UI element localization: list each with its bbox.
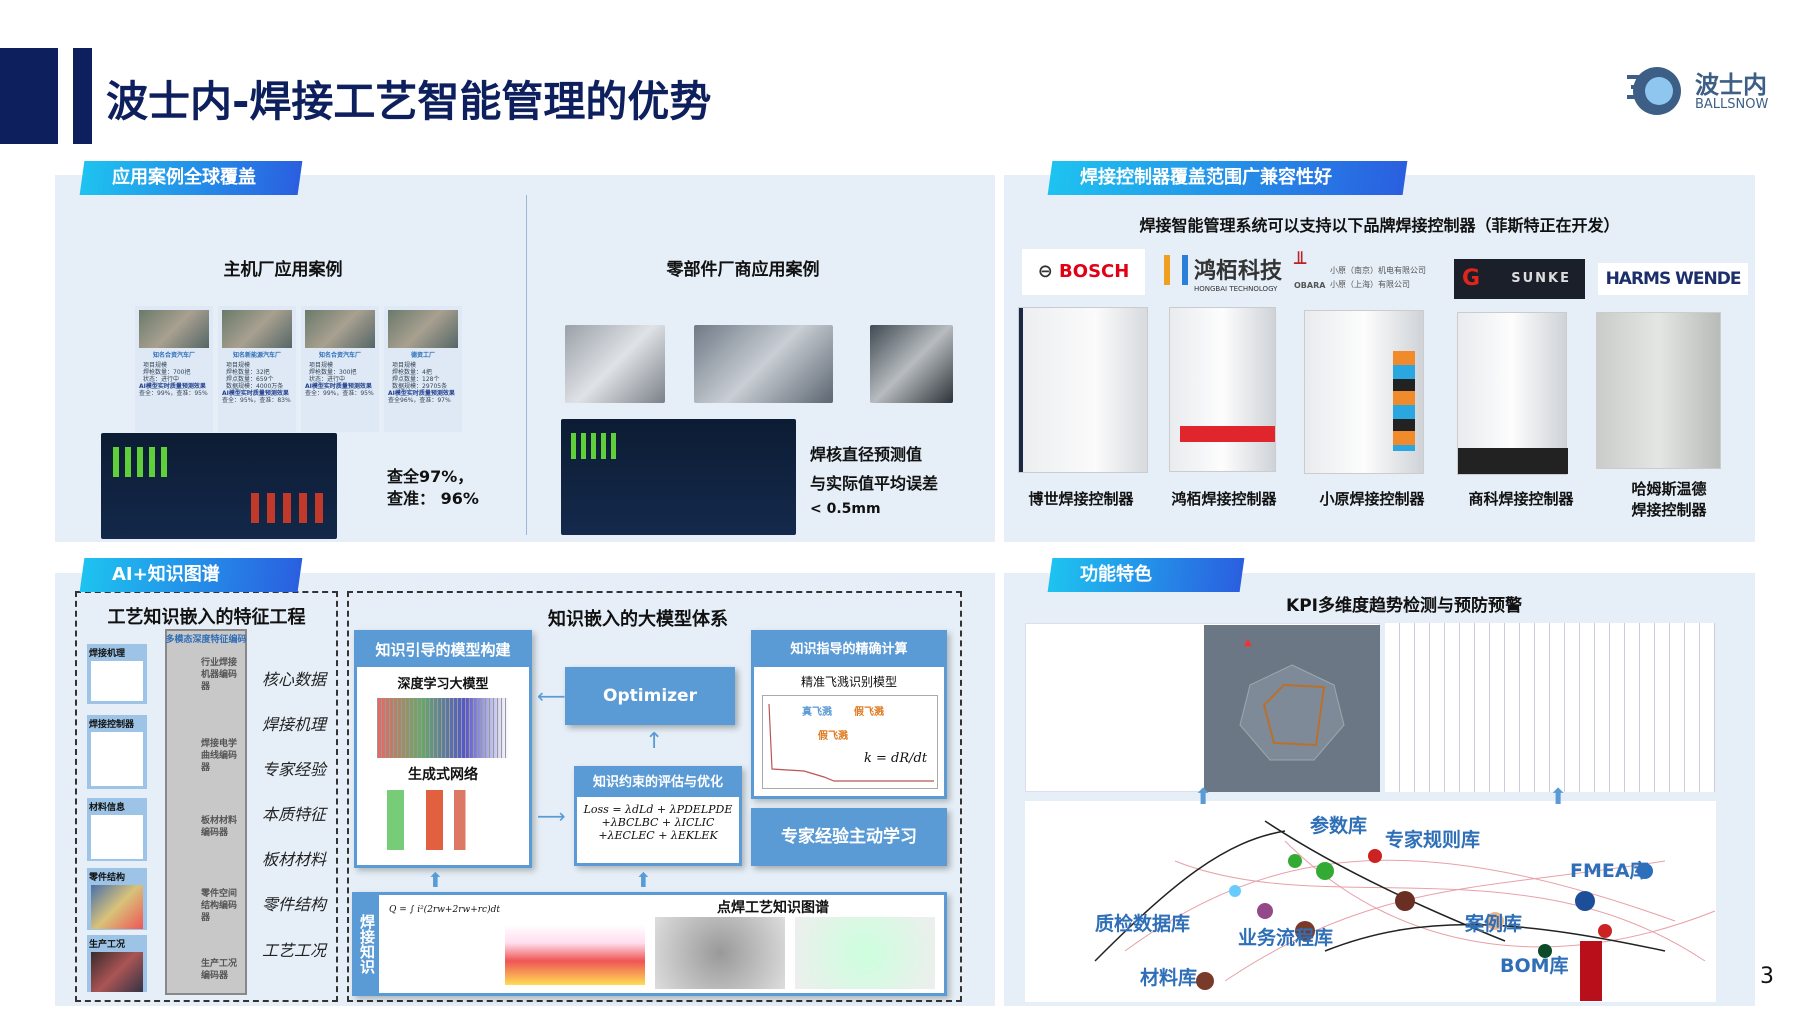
model-title: 知识嵌入的大模型体系 (548, 609, 728, 630)
case-card: 知名新能源汽车厂项目规模焊枪数量：32把焊点数量：659个数据规模：4000万条… (218, 306, 296, 432)
supplier-text-1: 焊核直径预测值 (810, 445, 923, 464)
arrow-up-icon: ⬆ (1549, 785, 1568, 810)
ai-kg-panel: 工艺知识嵌入的特征工程 多模态深度特征编码 焊接机理 焊接控制器 材料信息 零件… (55, 573, 995, 1006)
kpi-table-right (1385, 623, 1715, 792)
supplier-text-2: 与实际值平均误差 (810, 474, 939, 493)
encoder-label: 行业焊接机器编码器 (201, 658, 238, 692)
optimizer-button: Optimizer (565, 667, 735, 725)
oem-metric-precision: 查准： 96% (387, 489, 479, 508)
feature-label: 核心数据 (262, 670, 327, 689)
tag-ai-kg: AI+知识图谱 (79, 558, 303, 592)
expert-learning-box: 专家经验主动学习 (751, 808, 947, 866)
svg-text:▲: ▲ (1244, 637, 1252, 648)
logo: 波士内 BALLSNOW (1625, 63, 1780, 117)
graph-label: FMEA库 (1570, 860, 1649, 882)
feature-title: 工艺知识嵌入的特征工程 (107, 607, 306, 628)
arrow-left-icon: ⟵ (537, 684, 566, 708)
graph-label: BOM库 (1500, 955, 1569, 977)
logo-en: BALLSNOW (1695, 97, 1769, 112)
controller-image-bosch (1018, 307, 1148, 473)
feature-label: 零件结构 (262, 895, 327, 914)
supplier-text-3: < 0.5mm (810, 501, 881, 517)
header-bar-thin (73, 48, 92, 144)
calc-box: 知识指导的精确计算 精准飞溅识别模型 真飞溅 假飞溅 假飞溅 k = dR/dt (751, 630, 947, 799)
page-title: 波士内-焊接工艺智能管理的优势 (106, 77, 712, 126)
supplier-heading: 零部件厂商应用案例 (666, 260, 820, 280)
graph-label: 参数库 (1310, 815, 1368, 837)
controller-image-hongbai (1169, 307, 1276, 472)
source-card: 材料信息 (87, 798, 147, 861)
controller-image-obara (1304, 310, 1424, 474)
encoder-label: 板材材料编码器 (201, 816, 238, 838)
feature-label: 本质特征 (262, 805, 327, 824)
features-panel: KPI多维度趋势检测与预防预警 ▲ 参数库 专家规则库 FMEA库 质检数据库 … (1004, 573, 1755, 1006)
controllers-panel: 焊接智能管理系统可以支持以下品牌焊接控制器（菲斯特正在开发） ⊖ BOSCH 鸿… (1004, 175, 1755, 542)
tag-features: 功能特色 (1047, 558, 1245, 592)
graph-label: 材料库 (1140, 967, 1198, 989)
source-card: 焊接控制器 (87, 715, 147, 789)
tag-global-cases: 应用案例全球覆盖 (79, 161, 303, 195)
arrow-up-icon: ⬆ (1194, 785, 1213, 810)
graph-label: 案例库 (1465, 913, 1523, 935)
controllers-subtitle: 焊接智能管理系统可以支持以下品牌焊接控制器（菲斯特正在开发） (1139, 216, 1620, 235)
arrow-up-icon: ⬆ (427, 868, 444, 892)
radar-chart-image: ▲ (1204, 625, 1380, 792)
tag-controllers: 焊接控制器覆盖范围广兼容性好 (1047, 161, 1408, 195)
source-card: 零件结构 (87, 868, 147, 930)
feature-label: 板材材料 (262, 850, 327, 869)
oem-metric-recall: 查全97%， (387, 467, 474, 486)
controller-label: 小原焊接控制器 (1319, 490, 1425, 508)
feature-label: 焊接机理 (262, 715, 327, 734)
supplier-photo (870, 325, 953, 403)
encoder-label: 生产工况编码器 (201, 959, 238, 981)
logo-bosch: ⊖ BOSCH (1022, 249, 1145, 295)
arrow-up-icon: ⬆ (635, 868, 652, 892)
supplier-dashboard-image (561, 419, 796, 535)
encoder-title: 多模态深度特征编码 (165, 635, 247, 645)
oem-heading: 主机厂应用案例 (223, 260, 343, 280)
source-card: 焊接机理 (87, 644, 147, 704)
source-card: 生产工况 (87, 935, 147, 992)
encoder-label: 焊接电学曲线编码器 (201, 739, 238, 773)
encoder-box (165, 629, 247, 995)
logo-b-icon (1627, 67, 1681, 115)
supplier-photo (694, 325, 833, 403)
graph-label: 质检数据库 (1095, 913, 1191, 935)
feature-label: 工艺工况 (262, 941, 327, 960)
controller-label: 商科焊接控制器 (1468, 490, 1574, 508)
controller-image-harms (1596, 312, 1721, 469)
logo-harms-wende: HARMS WENDE (1598, 263, 1748, 295)
arrow-up-icon: ↑ (645, 729, 664, 754)
model-build-box: 知识引导的模型构建 深度学习大模型 生成式网络 (354, 630, 532, 868)
feature-label: 专家经验 (262, 760, 327, 779)
model-system-box (347, 591, 962, 1002)
feature-engineering-box (75, 591, 338, 1002)
features-title: KPI多维度趋势检测与预防预警 (1286, 596, 1522, 616)
graph-label: 业务流程库 (1238, 927, 1334, 949)
knowledge-graph: 参数库 专家规则库 FMEA库 质检数据库 业务流程库 案例库 材料库 BOM库 (1025, 801, 1716, 1002)
logo-hongbai: 鸿栢科技 HONGBAI TECHNOLOGY (1164, 253, 1282, 293)
encoder-label: 零件空间结构编码器 (201, 889, 238, 923)
graph-label: 专家规则库 (1385, 829, 1481, 851)
header-bar-thick (0, 48, 58, 144)
supplier-photo (565, 325, 665, 403)
oem-dashboard-image (101, 433, 337, 539)
weld-knowledge-box: 焊接知识 Q = ∫ i²(2rw+2rw+rc)dt 点焊工艺知识图谱 (352, 892, 947, 996)
controller-image-sunke (1457, 312, 1568, 475)
arrow-right-icon: ⟶ (537, 804, 566, 828)
eval-box: 知识约束的评估与优化 Loss = λdLd + λPDELPDE +λBCLB… (574, 766, 742, 866)
controller-label: 鸿栢焊接控制器 (1171, 490, 1277, 508)
controller-label: 哈姆斯温德焊接控制器 (1631, 480, 1707, 519)
logo-cn: 波士内 (1695, 71, 1767, 99)
divider (526, 195, 527, 535)
controller-label: 博世焊接控制器 (1028, 490, 1134, 508)
page-number: 3 (1760, 964, 1774, 989)
